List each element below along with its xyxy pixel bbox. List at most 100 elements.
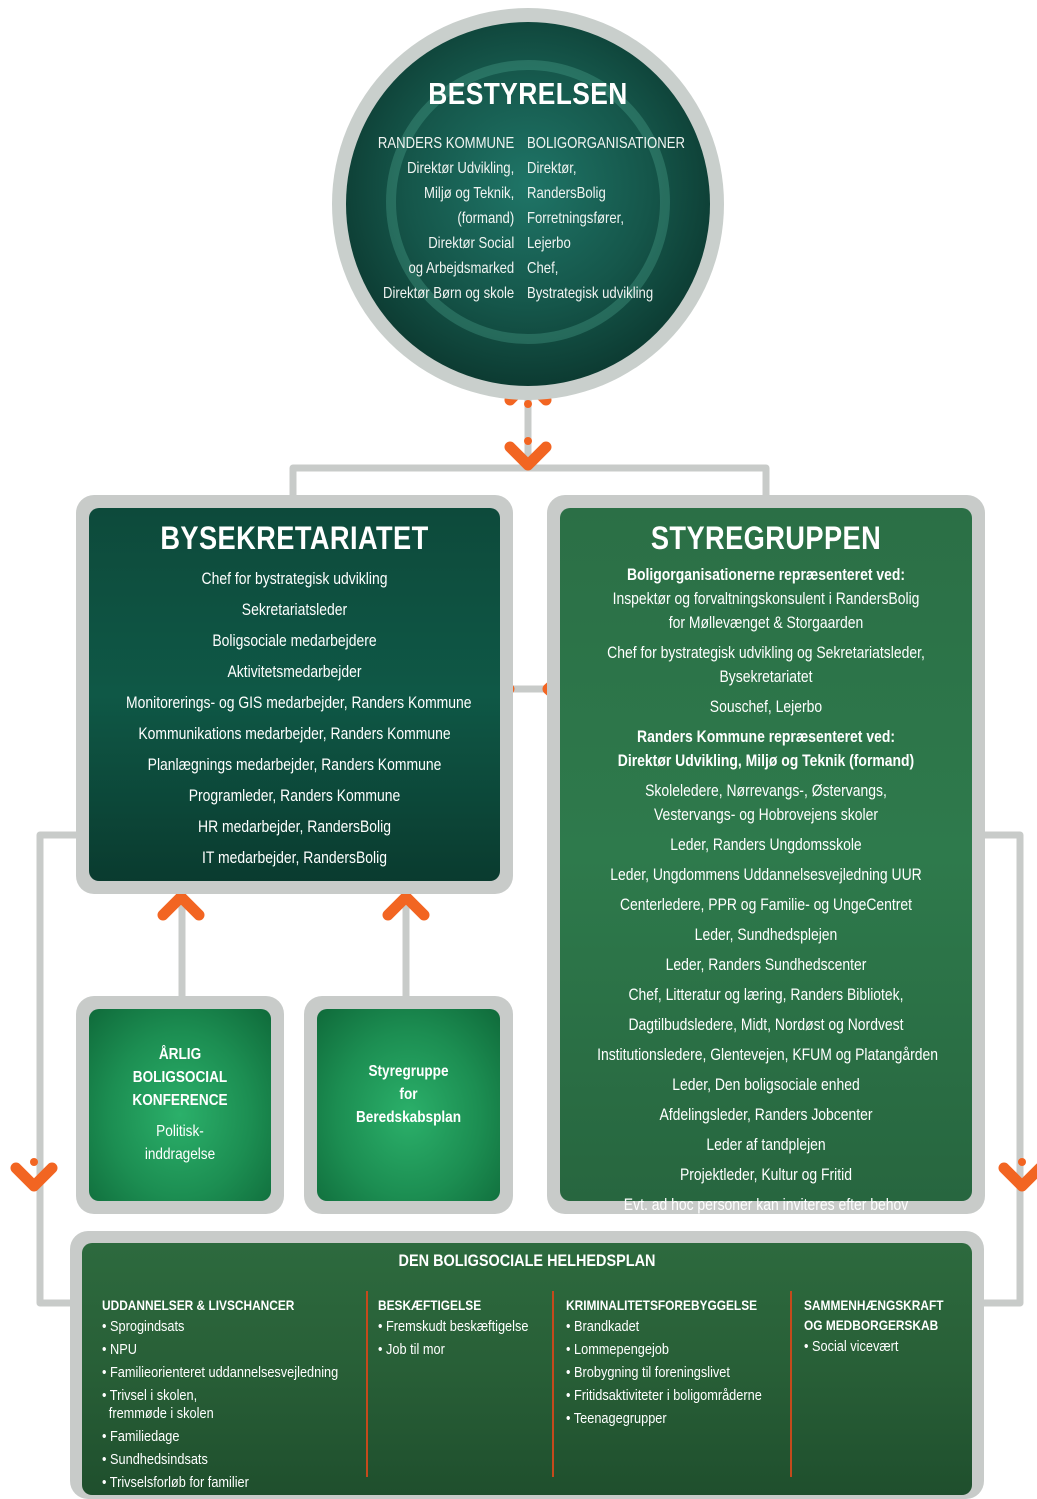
styregruppen-line: Souschef, Lejerbo: [709, 697, 823, 716]
styregruppen-list: Boligorganisationerne repræsenteret ved:…: [560, 563, 972, 1217]
board-left-line: RANDERS KOMMUNE: [377, 135, 514, 152]
board-circle: BESTYRELSEN RANDERS KOMMUNE Direktør Udv…: [346, 22, 710, 386]
column-divider: [366, 1291, 368, 1477]
arrow-up-beredskab: [382, 891, 430, 921]
bysekretariatet-line: IT medarbejder, RandersBolig: [202, 848, 387, 867]
board-right-line: Direktør,: [527, 160, 577, 177]
styregruppen-heading: Boligorganisationerne repræsenteret ved:: [626, 565, 906, 584]
column-item: • Sundhedsindsats: [102, 1451, 208, 1468]
styregruppen-heading: Direktør Udvikling, Miljø og Teknik (for…: [617, 751, 915, 770]
beredskab-title-line: Beredskabsplan: [355, 1109, 462, 1126]
column-item: • Trivselsforløb for familier: [102, 1474, 249, 1491]
beredskab-title-line: Styregruppe: [368, 1063, 449, 1080]
bysekretariatet-line: Chef for bystrategisk udvikling: [201, 569, 388, 588]
bysekretariatet-box: BYSEKRETARIATET Chef for bystrategisk ud…: [89, 508, 500, 881]
konference-sub-line: inddragelse: [144, 1146, 216, 1163]
styregruppen-line: Leder, Ungdommens Uddannelsesvejledning …: [610, 865, 922, 884]
styregruppen-line: Centerledere, PPR og Familie- og UngeCen…: [619, 895, 913, 914]
konference-title-line: ÅRLIG: [158, 1046, 202, 1063]
beredskab-box: Styregruppe for Beredskabsplan: [317, 1009, 500, 1201]
styregruppen-line: Leder, Sundhedsplejen: [694, 925, 838, 944]
top-connector: [289, 464, 770, 497]
styregruppen-line: Projektleder, Kultur og Fritid: [679, 1165, 852, 1184]
column-item: • Trivsel i skolen,: [102, 1387, 198, 1404]
board-title: BESTYRELSEN: [428, 76, 628, 111]
board-left-line: og Arbejdsmarked: [408, 260, 514, 277]
styregruppen-line: Chef for bystrategisk udvikling og Sekre…: [607, 643, 925, 662]
column-item: fremmøde i skolen: [108, 1405, 214, 1422]
styregruppen-line: Leder, Randers Sundhedscenter: [665, 955, 867, 974]
board-left-line: Miljø og Teknik,: [423, 185, 514, 202]
konference-sub-line: Politisk-: [156, 1123, 204, 1140]
styregruppen-line: Chef, Litteratur og læring, Randers Bibl…: [628, 985, 904, 1004]
board-left-line: (formand): [457, 210, 514, 227]
bysekretariatet-title: BYSEKRETARIATET: [160, 520, 429, 556]
styregruppen-line: for Møllevænget & Storgaarden: [668, 613, 864, 632]
styregruppen-line: Institutionsledere, Glentevejen, KFUM og…: [597, 1045, 939, 1064]
bysekretariatet-line: Monitorerings- og GIS medarbejder, Rande…: [125, 693, 472, 712]
styregruppen-line: Bysekretariatet: [719, 667, 813, 686]
column-item: • Brobygning til foreningslivet: [566, 1364, 730, 1381]
column-item: • Familieorienteret uddannelsesvejlednin…: [102, 1364, 339, 1381]
board-left-column: RANDERS KOMMUNE Direktør Udvikling, Milj…: [378, 131, 514, 306]
arrow-down-board: [504, 441, 552, 471]
styregruppen-line: Leder, Randers Ungdomsskole: [670, 835, 862, 854]
column-divider: [790, 1291, 792, 1477]
helhedsplan-column-sammenhaeng: SAMMENHÆNGSKRAFT OG MEDBORGERSKAB • Soci…: [804, 1295, 968, 1358]
board-left-line: Direktør Social: [427, 235, 514, 252]
board-right-line: BOLIGORGANISATIONER: [527, 135, 685, 152]
arrow-down-right: [998, 1162, 1037, 1192]
styregruppen-line: Dagtilbudsledere, Midt, Nordøst og Nordv…: [628, 1015, 904, 1034]
bysekretariatet-line: Programleder, Randers Kommune: [188, 786, 401, 805]
styregruppen-line: Leder, Den boligsociale enhed: [672, 1075, 860, 1094]
board-right-line: RandersBolig: [527, 185, 606, 202]
column-item: • Fremskudt beskæftigelse: [378, 1318, 529, 1335]
column-heading: OG MEDBORGERSKAB: [804, 1317, 939, 1333]
board-left-line: Direktør Udvikling,: [406, 160, 514, 177]
column-heading: UDDANNELSER & LIVSCHANCER: [102, 1297, 295, 1313]
styregruppen-line: Leder af tandplejen: [706, 1135, 826, 1154]
column-item: • Lommepengejob: [566, 1341, 669, 1358]
bysekretariatet-line: Kommunikations medarbejder, Randers Komm…: [138, 724, 451, 743]
konference-title-line: BOLIGSOCIAL: [132, 1069, 228, 1086]
board-right-column: BOLIGORGANISATIONER Direktør, RandersBol…: [527, 131, 685, 306]
column-item: • NPU: [102, 1341, 137, 1358]
konference-box: ÅRLIG BOLIGSOCIAL KONFERENCE Politisk- i…: [89, 1009, 271, 1201]
styregruppen-line: Vestervangs- og Hobrovejens skoler: [654, 805, 878, 824]
konference-content: ÅRLIG BOLIGSOCIAL KONFERENCE Politisk- i…: [89, 1043, 271, 1166]
styregruppen-line: Inspektør og forvaltningskonsulent i Ran…: [612, 589, 920, 608]
bysekretariatet-line: Aktivitetsmedarbejder: [227, 662, 362, 681]
bysekretariatet-line: Planlægnings medarbejder, Randers Kommun…: [147, 755, 442, 774]
column-item: • Sprogindsats: [102, 1318, 185, 1335]
column-item: • Teenagegrupper: [566, 1410, 667, 1427]
helhedsplan-column-beskaeftigelse: BESKÆFTIGELSE • Fremskudt beskæftigelse …: [378, 1295, 555, 1361]
helhedsplan-column-uddannelser: UDDANNELSER & LIVSCHANCER • Sprogindsats…: [102, 1295, 380, 1494]
helhedsplan-title: DEN BOLIGSOCIALE HELHEDSPLAN: [398, 1251, 656, 1270]
styregruppen-line: Evt. ad hoc personer kan inviteres efter…: [623, 1195, 909, 1214]
column-divider: [552, 1291, 554, 1477]
styregruppen-title: STYREGRUPPEN: [650, 520, 882, 556]
column-item: • Social vicevært: [804, 1338, 899, 1355]
board-right-line: Lejerbo: [527, 235, 571, 252]
styregruppen-heading: Randers Kommune repræsenteret ved:: [637, 727, 895, 746]
helhedsplan-box: DEN BOLIGSOCIALE HELHEDSPLAN UDDANNELSER…: [82, 1243, 972, 1495]
beredskab-content: Styregruppe for Beredskabsplan: [317, 1060, 500, 1129]
column-heading: KRIMINALITETSFOREBYGGELSE: [566, 1297, 758, 1313]
konference-title-line: KONFERENCE: [132, 1092, 228, 1109]
bysekretariatet-list: Chef for bystrategisk udvikling Sekretar…: [89, 563, 500, 873]
styregruppen-box: STYREGRUPPEN Boligorganisationerne repræ…: [560, 508, 972, 1214]
beredskab-title-line: for: [399, 1086, 418, 1103]
board-circle-frame: BESTYRELSEN RANDERS KOMMUNE Direktør Udv…: [332, 8, 724, 400]
column-item: • Job til mor: [378, 1341, 445, 1358]
column-item: • Familiedage: [102, 1428, 180, 1445]
bysekretariatet-line: HR medarbejder, RandersBolig: [198, 817, 391, 836]
board-ring: [386, 60, 670, 344]
board-right-line: Bystrategisk udvikling: [527, 285, 654, 302]
arrow-up-konference: [157, 891, 205, 921]
column-item: • Brandkadet: [566, 1318, 640, 1335]
column-heading: BESKÆFTIGELSE: [378, 1297, 482, 1313]
column-heading: SAMMENHÆNGSKRAFT: [804, 1297, 944, 1313]
board-left-line: Direktør Børn og skole: [382, 285, 514, 302]
styregruppen-line: Afdelingsleder, Randers Jobcenter: [659, 1105, 873, 1124]
bysekretariatet-line: Boligsociale medarbejdere: [212, 631, 377, 650]
